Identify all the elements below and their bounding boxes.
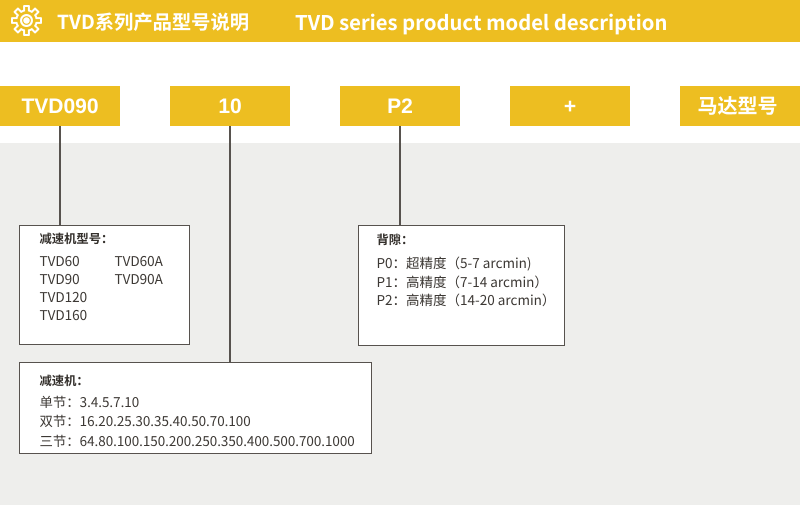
gearbox-models-column-2: TVD60A TVD90A xyxy=(114,249,163,323)
model-segment-plus: + xyxy=(510,86,630,126)
ratio-item: 三节：64.80.100.150.200.250.350.400.500.700… xyxy=(39,429,355,450)
model-item: TVD60A xyxy=(114,249,163,270)
ratio-item: 双节：16.20.25.30.35.40.50.70.100 xyxy=(39,410,251,431)
backlash-item: P2：高精度（14-20 arcmin） xyxy=(376,289,556,310)
callout-gearbox-models-title: 减速机型号： xyxy=(39,228,114,247)
model-item: TVD90 xyxy=(39,267,80,288)
backlash-item: P1：高精度（7-14 arcmin） xyxy=(376,270,548,291)
gearbox-models-column-1: TVD60 TVD90 TVD120 TVD160 xyxy=(39,249,115,324)
callout-backlash: 背隙： P0：超精度（5-7 arcmin) P1：高精度（7-14 arcmi… xyxy=(358,225,565,346)
model-item: TVD90A xyxy=(114,267,163,288)
model-segment-backlash: P2 xyxy=(340,86,460,126)
page-title-zh: TVD系列产品型号说明 xyxy=(57,7,250,35)
model-item: TVD120 xyxy=(39,285,88,306)
callout-ratio-title: 减速机： xyxy=(39,371,89,389)
model-segment-series: TVD090 xyxy=(0,86,120,126)
callout-gearbox-models: 减速机型号： TVD60 TVD90 TVD120 TVD160 TVD60A … xyxy=(18,225,190,345)
model-item: TVD60 xyxy=(39,249,80,270)
connector-line-series xyxy=(59,126,61,225)
page-title-en: TVD series product model description xyxy=(295,7,668,36)
connector-line-backlash xyxy=(399,126,401,225)
model-segment-ratio: 10 xyxy=(170,86,290,126)
header-bar: TVD系列产品型号说明 TVD series product model des… xyxy=(0,0,800,42)
model-item: TVD160 xyxy=(39,303,88,324)
backlash-item: P0：超精度（5-7 arcmin) xyxy=(376,252,532,272)
callout-backlash-title: 背隙： xyxy=(376,229,414,248)
model-segment-motor: 马达型号 xyxy=(680,86,800,126)
connector-line-ratio xyxy=(229,126,231,362)
ratio-item: 单节：3.4.5.7.10 xyxy=(39,390,140,411)
gear-icon xyxy=(11,5,42,36)
callout-ratio: 减速机： 单节：3.4.5.7.10 双节：16.20.25.30.35.40.… xyxy=(19,362,372,454)
